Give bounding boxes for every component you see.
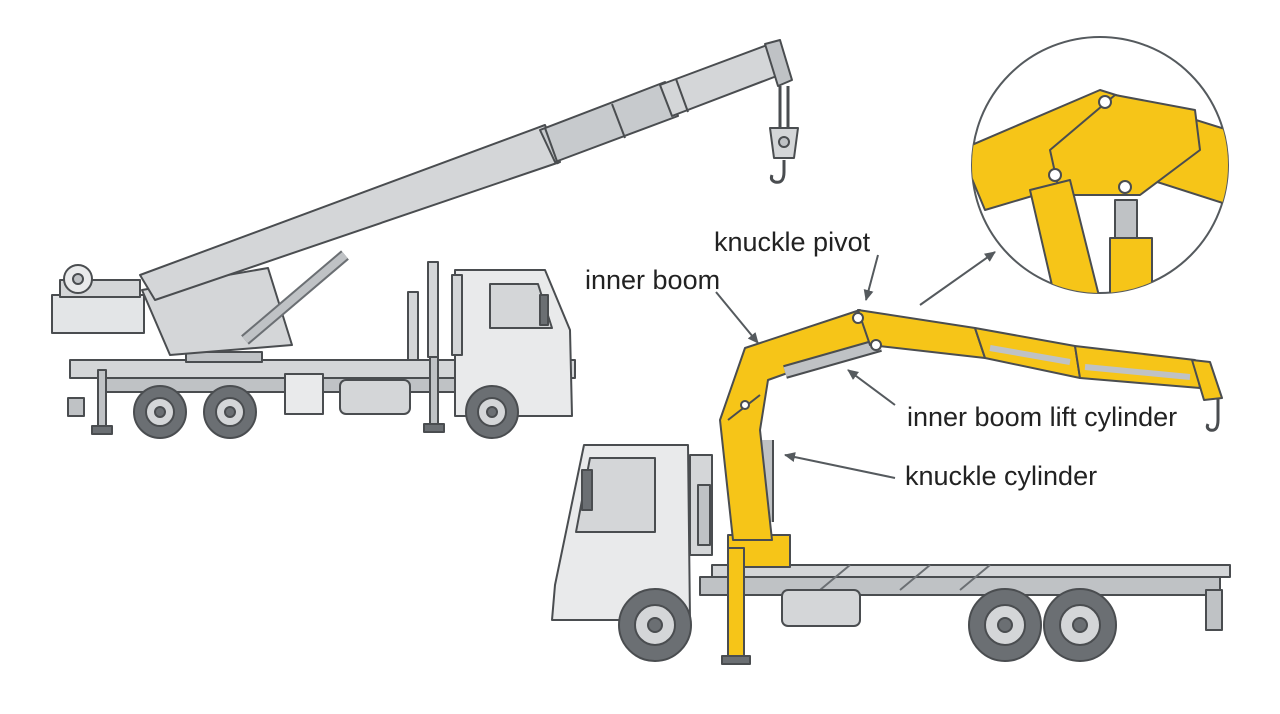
stabilizer-leg xyxy=(727,547,745,659)
wheel xyxy=(133,385,187,439)
leader-lines xyxy=(715,251,996,479)
arrow-knuckle-cylinder xyxy=(784,452,896,479)
wheel xyxy=(1043,588,1117,662)
detail-zoom-circle xyxy=(971,36,1229,294)
telescopic-boom-base-section xyxy=(139,124,561,301)
crane-hook-icon xyxy=(1205,398,1220,432)
crane-hook-icon xyxy=(769,86,799,184)
inner-boom xyxy=(719,309,881,541)
telescopic-crane-truck xyxy=(51,39,799,439)
wheel xyxy=(618,588,692,662)
telescopic-boom-section-2 xyxy=(539,81,679,163)
counterweight xyxy=(51,294,145,334)
telescopic-boom-section-3 xyxy=(659,43,783,117)
wheel xyxy=(465,385,519,439)
label-inner-boom: inner boom xyxy=(585,265,720,295)
arrow-knuckle-pivot xyxy=(863,254,879,301)
label-inner-boom-lift-cylinder: inner boom lift cylinder xyxy=(907,402,1177,432)
knuckle-pivot-pin xyxy=(852,312,864,324)
arrow-to-zoom xyxy=(919,251,996,306)
rear-outrigger xyxy=(67,369,113,435)
label-knuckle-pivot: knuckle pivot xyxy=(714,227,871,257)
arrow-inner-boom-lift-cylinder xyxy=(847,369,896,406)
label-knuckle-cylinder: knuckle cylinder xyxy=(905,461,1097,491)
knuckle-boom-truck xyxy=(551,309,1231,665)
wheel xyxy=(203,385,257,439)
wheel xyxy=(968,588,1042,662)
arrow-inner-boom xyxy=(715,291,759,344)
